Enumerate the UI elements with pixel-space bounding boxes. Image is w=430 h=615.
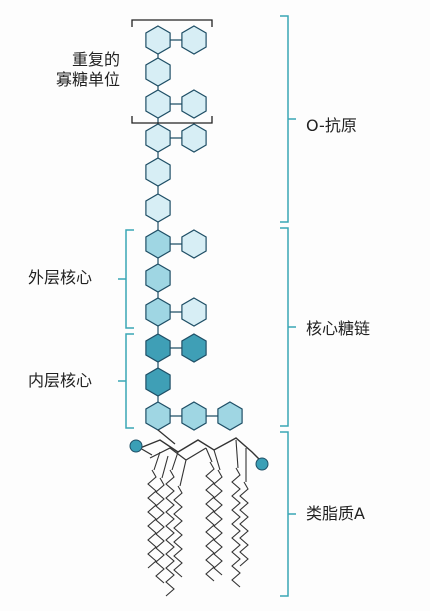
lipid-a-structure [129, 429, 269, 597]
sugar-hexagon [145, 263, 171, 293]
sugar-hexagon [181, 25, 207, 55]
sugar-hexagon [145, 229, 171, 259]
outer-core-bracket [118, 229, 134, 329]
fatty-acid-chain [205, 461, 215, 582]
fatty-acid-chain [165, 469, 175, 597]
outer-core-label: 外层核心 [28, 268, 93, 287]
lipid-backbone [139, 437, 263, 463]
sugar-hexagon [217, 401, 243, 431]
sugar-hexagon [181, 401, 207, 431]
acyl-linkage [235, 439, 239, 469]
repeat-unit-label-line1: 重复的 [71, 50, 120, 69]
brackets [118, 15, 296, 597]
acyl-linkage [179, 459, 187, 487]
repeat-unit-label: 重复的 寡糖单位 [28, 50, 120, 90]
repeat-unit-bracket-bottom [131, 116, 213, 124]
sugar-hexagon [145, 401, 171, 431]
acyl-linkage [213, 449, 221, 471]
o-antigen-label: O-抗原 [306, 116, 357, 135]
lipid-core-link [157, 429, 176, 445]
o-antigen-bracket [280, 15, 296, 223]
acyl-linkage [171, 451, 179, 471]
sugar-hexagon [145, 123, 171, 153]
sugar-hexagon [181, 89, 207, 119]
core-polysaccharide-label: 核心糖链 [306, 319, 371, 338]
sugar-hexagon [145, 157, 171, 187]
fatty-acid-chain [239, 481, 249, 567]
repeat-unit-bracket-top [131, 19, 213, 27]
lipid-a-label: 类脂质A [306, 504, 365, 523]
fatty-acid-chain [213, 469, 223, 576]
fatty-acid-chain [155, 477, 165, 584]
sugar-hexagon [181, 229, 207, 259]
sugar-hexagon [145, 333, 171, 363]
sugar-hexagon [181, 297, 207, 327]
fatty-acid-chain [173, 485, 183, 578]
phosphate-group [255, 457, 269, 471]
sugar-hexagon [181, 333, 207, 363]
sugar-hexagon [145, 193, 171, 223]
phosphate-group [129, 439, 143, 453]
core-polysaccharide-bracket [280, 227, 296, 427]
repeat-unit-label-line2: 寡糖单位 [55, 70, 120, 89]
sugar-hexagon [145, 367, 171, 397]
inner-core-bracket [118, 333, 134, 429]
acyl-linkage [161, 455, 169, 479]
acyl-linkage [205, 447, 213, 463]
sugar-hexagon [181, 123, 207, 153]
acyl-linkage [153, 451, 161, 471]
sugar-hexagon [145, 57, 171, 87]
inner-core-label: 内层核心 [28, 371, 93, 390]
sugar-chain [145, 25, 243, 431]
fatty-acid-chain [147, 469, 157, 569]
sugar-hexagon [145, 297, 171, 327]
sugar-hexagon [145, 25, 171, 55]
phosphate-link [139, 447, 153, 456]
fatty-acid-chain [231, 467, 241, 588]
lipid-a-bracket [280, 431, 296, 597]
sugar-hexagon [145, 89, 171, 119]
